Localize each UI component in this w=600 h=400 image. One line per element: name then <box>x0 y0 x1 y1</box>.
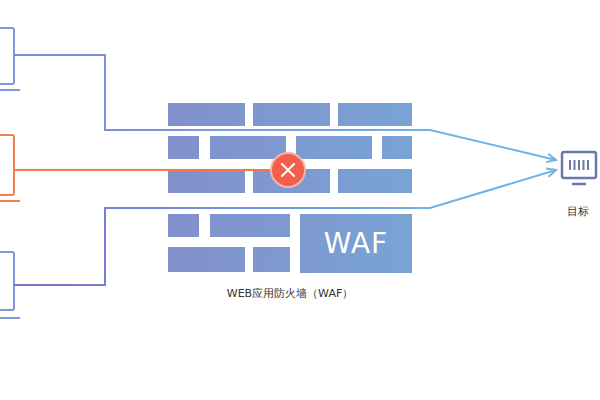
monitor-screen <box>562 152 596 178</box>
traffic-arrow <box>412 130 556 160</box>
brick <box>168 136 199 159</box>
brick <box>382 136 412 159</box>
monitor-icon <box>560 148 600 192</box>
brick <box>168 247 245 272</box>
monitor-bar <box>578 160 580 170</box>
arrow-head <box>546 168 556 176</box>
target-server: 目标 <box>560 148 596 218</box>
block-mark <box>271 153 305 187</box>
firewall-wall: WEB应用防火墙（WAF）WAF <box>168 103 412 273</box>
target-label: 目标 <box>560 204 596 219</box>
laptop-icon <box>0 135 20 201</box>
brick <box>210 214 290 237</box>
block-circle <box>271 153 305 187</box>
traffic-line <box>14 208 412 285</box>
monitor-bar <box>569 160 571 170</box>
brick <box>338 103 412 126</box>
block-cross <box>282 164 294 176</box>
traffic-line <box>14 55 412 130</box>
brick <box>338 169 412 193</box>
laptop-screen <box>0 28 14 84</box>
waf-brick: WAF <box>300 214 412 273</box>
traffic-arrow <box>412 170 556 208</box>
caption-label: WEB应用防火墙（WAF） <box>168 286 412 301</box>
monitor-bar <box>574 160 576 170</box>
connector-group <box>412 168 556 208</box>
laptop-base <box>0 200 20 202</box>
brick <box>253 103 330 126</box>
arrow-head <box>546 154 556 162</box>
brick <box>210 136 286 159</box>
brick <box>296 136 372 159</box>
laptop-base <box>0 89 20 91</box>
traffic-lines <box>14 55 412 285</box>
connector-group <box>412 130 556 162</box>
brick <box>168 169 245 193</box>
attack-line <box>14 169 272 171</box>
laptops <box>0 28 20 318</box>
monitor-bar <box>583 160 585 170</box>
brick-label: WAF <box>324 227 388 260</box>
laptop-icon <box>0 28 20 90</box>
wall-bricks <box>168 103 412 272</box>
laptop-screen <box>0 252 14 310</box>
monitor-stand <box>572 183 586 186</box>
laptop-screen <box>0 135 14 195</box>
brick <box>168 214 199 237</box>
brick <box>253 247 290 272</box>
brick <box>168 103 245 126</box>
monitor-bar <box>587 160 589 170</box>
laptop-base <box>0 317 20 319</box>
